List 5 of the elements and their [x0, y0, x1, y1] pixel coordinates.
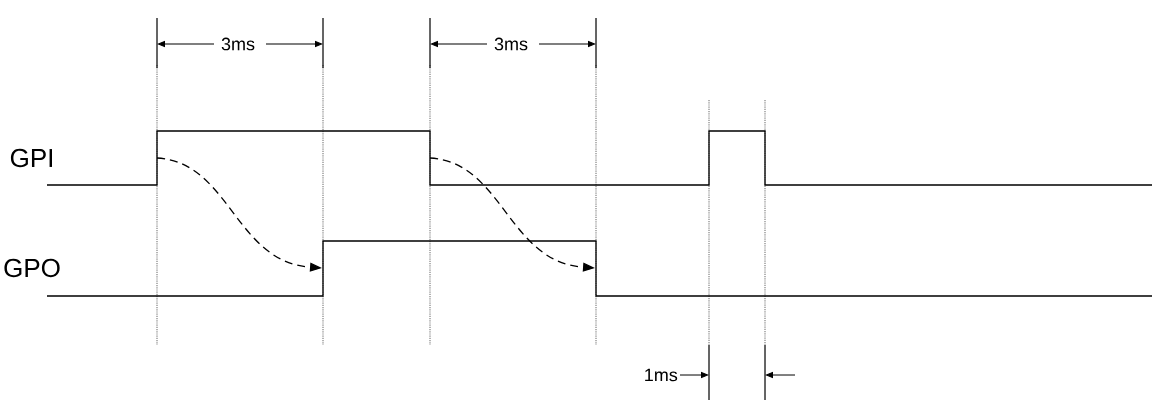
signal-label: GPO: [4, 258, 60, 278]
dimension-label: 3ms: [494, 37, 528, 51]
dimension-label: 1ms: [645, 368, 678, 382]
signal-label: GPI: [10, 148, 52, 168]
dimension-label: 3ms: [221, 37, 255, 51]
